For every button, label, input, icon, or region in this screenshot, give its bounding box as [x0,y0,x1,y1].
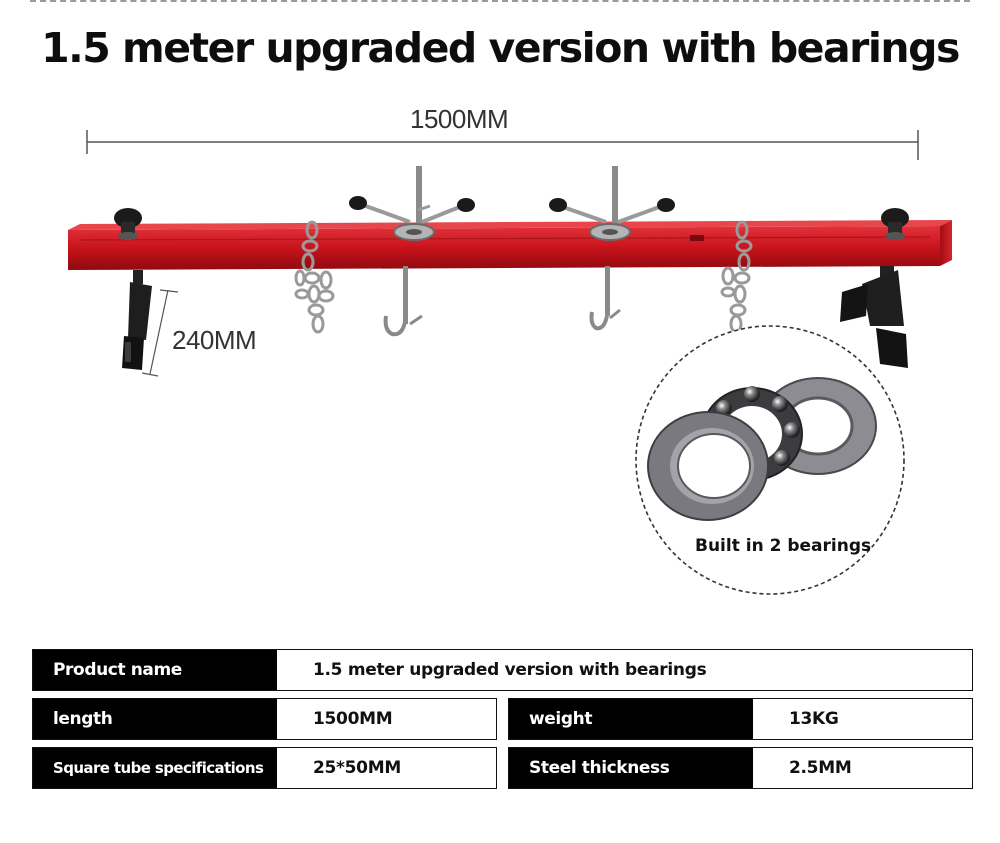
spec-key-weight: weight [509,699,753,739]
bearing-caption: Built in 2 bearings [695,536,872,556]
spec-value-steel-thickness: 2.5MM [789,758,852,778]
width-dimension-label: 1500MM [410,104,509,134]
height-dimension-line [141,289,179,377]
bearing-washer-left [647,411,769,521]
right-hook-assembly [549,166,675,331]
page-title: 1.5 meter upgraded version with bearings [41,24,960,72]
height-dimension-label: 240MM [172,325,257,355]
right-knob-icon [881,208,909,240]
product-illustration [68,130,952,595]
left-knob-icon [114,208,142,240]
spec-value-product-name: 1.5 meter upgraded version with bearings [313,660,707,680]
spec-row-weight: weight 13KG [508,698,973,740]
spec-value-weight: 13KG [789,709,839,729]
top-dashed-divider [30,0,970,2]
red-beam [68,220,952,270]
left-hook-assembly [349,166,475,337]
spec-key-length: length [33,699,277,739]
spec-key-product-name: Product name [33,650,277,690]
spec-row-steel-thickness: Steel thickness 2.5MM [508,747,973,789]
bearing-callout [635,325,905,595]
spec-row-square-tube: Square tube specifications 25*50MM [32,747,497,789]
spec-row-length: length 1500MM [32,698,497,740]
left-chain [294,220,335,334]
spec-value-length: 1500MM [313,709,393,729]
spec-value-square-tube: 25*50MM [313,758,401,778]
width-dimension-line [86,130,919,160]
spec-key-square-tube: Square tube specifications [33,748,277,788]
spec-row-product-name: Product name 1.5 meter upgraded version … [32,649,973,691]
right-leg [840,266,908,368]
right-chain [720,220,753,334]
left-leg [122,270,152,370]
spec-key-steel-thickness: Steel thickness [509,748,753,788]
